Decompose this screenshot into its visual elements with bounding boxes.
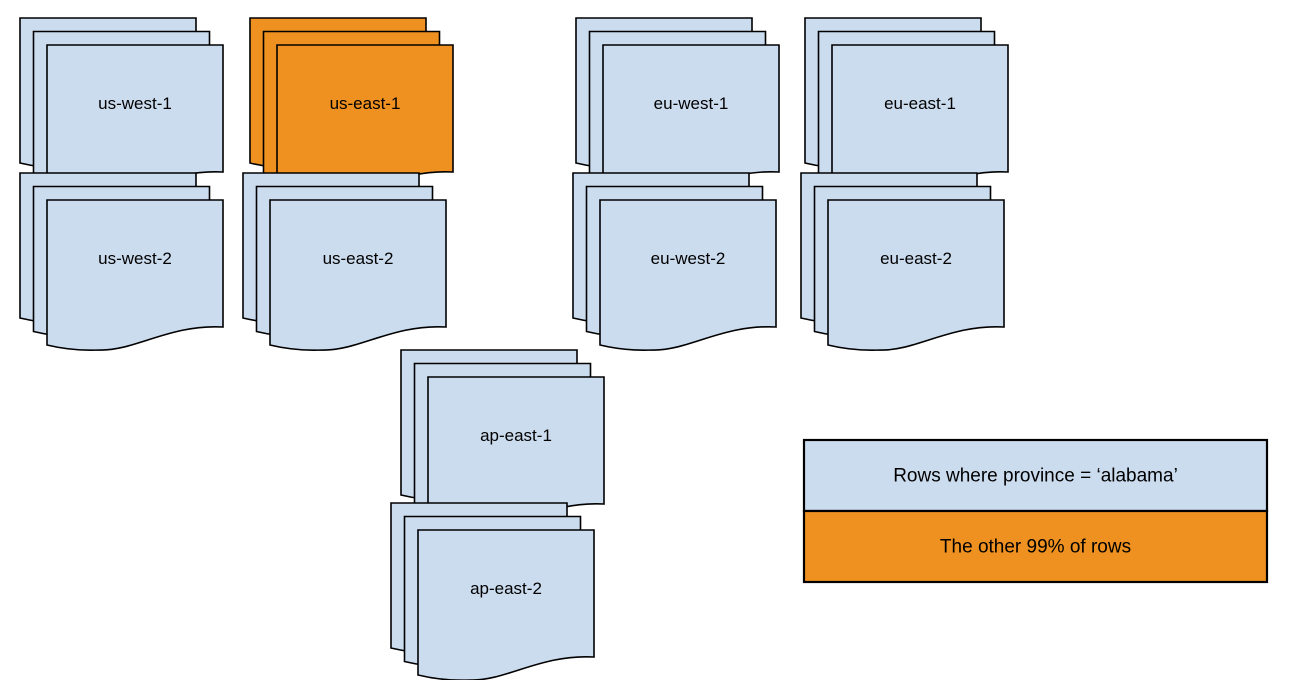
stack-card-eu-east-2-1 — [827, 199, 1005, 351]
stack-us-west-1[interactable]: us-west-1 — [19, 17, 224, 196]
stacks-layer: us-west-1 us-east-1 eu-west-1 eu-east-1 us-w… — [19, 17, 1009, 680]
stack-us-west-2[interactable]: us-west-2 — [19, 172, 224, 351]
stack-label-eu-west-1: eu-west-1 — [654, 94, 729, 113]
stack-ap-east-1[interactable]: ap-east-1 — [400, 349, 605, 528]
stack-label-eu-west-2: eu-west-2 — [651, 249, 726, 268]
stack-card-us-west-2-1 — [46, 199, 224, 351]
legend-row-other: The other 99% of rows — [802, 509, 1269, 584]
stack-card-us-east-2-1 — [269, 199, 447, 351]
legend-row-alabama-label: Rows where province = ‘alabama’ — [893, 466, 1178, 487]
stack-label-ap-east-1: ap-east-1 — [480, 426, 552, 445]
stack-us-east-2[interactable]: us-east-2 — [242, 172, 447, 351]
stack-us-east-1[interactable]: us-east-1 — [249, 17, 454, 196]
stack-eu-west-1[interactable]: eu-west-1 — [575, 17, 780, 196]
legend-row-alabama: Rows where province = ‘alabama’ — [802, 438, 1269, 513]
legend-row-other-swatch — [802, 509, 1269, 584]
stack-label-us-east-1: us-east-1 — [330, 94, 401, 113]
stack-label-us-west-2: us-west-2 — [98, 249, 172, 268]
stack-card-ap-east-2-1 — [417, 529, 595, 680]
stack-label-ap-east-2: ap-east-2 — [470, 579, 542, 598]
stack-card-eu-west-2-1 — [599, 199, 777, 351]
stack-ap-east-2[interactable]: ap-east-2 — [390, 502, 595, 680]
legend-row-alabama-swatch — [802, 438, 1269, 513]
stack-eu-east-1[interactable]: eu-east-1 — [804, 17, 1009, 196]
stack-label-us-east-2: us-east-2 — [323, 249, 394, 268]
legend-layer: Rows where province = ‘alabama’ The other… — [802, 438, 1269, 584]
stack-eu-west-2[interactable]: eu-west-2 — [572, 172, 777, 351]
stack-label-eu-east-2: eu-east-2 — [880, 249, 952, 268]
stack-label-eu-east-1: eu-east-1 — [884, 94, 956, 113]
stack-label-us-west-1: us-west-1 — [98, 94, 172, 113]
legend-row-other-label: The other 99% of rows — [940, 537, 1131, 558]
stack-eu-east-2[interactable]: eu-east-2 — [800, 172, 1005, 351]
